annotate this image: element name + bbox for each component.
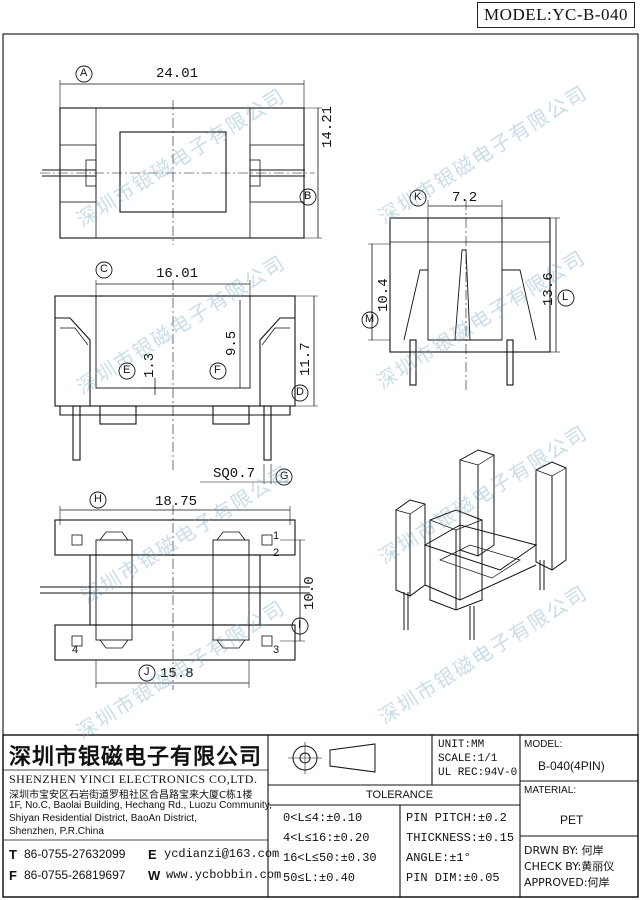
address-line: 深圳市宝安区石岩街道罗租社区合昌路宝来大厦C栋1楼 — [9, 790, 253, 801]
fax-label: F — [9, 868, 17, 883]
dim-i: 10.0 — [302, 576, 318, 610]
dim-k: 7.2 — [452, 190, 478, 206]
company-name-cn: 深圳市银磁电子有限公司 — [9, 745, 263, 770]
fax-value: 86-0755-26819697 — [24, 868, 126, 882]
email-label: E — [148, 847, 157, 862]
model-label: MODEL:YC-B-040 — [477, 2, 635, 28]
projection-symbol — [288, 742, 376, 774]
pin-number-3: 3 — [273, 644, 280, 656]
callout-h: H — [94, 493, 102, 505]
tolerance-row: THICKNESS:±0.15 — [406, 831, 515, 845]
dim-j: 15.8 — [160, 666, 194, 682]
tel-label: T — [9, 847, 17, 862]
tolerance-title: TOLERANCE — [366, 789, 434, 801]
pin-number-2: 2 — [273, 547, 280, 559]
title-block-frame — [2, 734, 639, 898]
unit-text: UNIT:MM — [438, 739, 485, 751]
dim-m: 10.4 — [376, 278, 392, 312]
model-title: MODEL: — [524, 739, 563, 750]
bottom-view — [40, 505, 310, 690]
scale-text: SCALE:1/1 — [438, 753, 498, 765]
tolerance-row: 50≤L:±0.40 — [283, 871, 356, 885]
tolerance-row: 0<L≤4:±0.10 — [283, 811, 363, 825]
front-view — [54, 280, 318, 484]
callout-e: E — [123, 364, 131, 376]
address-line: Shenzhen, P.R.China — [9, 826, 104, 837]
callout-m: M — [365, 313, 375, 325]
tolerance-row: ANGLE:±1° — [406, 851, 471, 865]
dim-h: 18.75 — [155, 494, 198, 510]
callout-d: D — [296, 386, 304, 398]
dim-c: 16.01 — [156, 266, 199, 282]
callout-b: B — [304, 190, 312, 202]
callout-f: F — [214, 364, 221, 376]
dim-g: SQ0.7 — [213, 466, 256, 482]
isometric-view — [395, 449, 567, 640]
email-value: ycdianzi@163.com — [164, 847, 280, 861]
callout-g: G — [280, 470, 289, 482]
company-name-en: SHENZHEN YINCI ELECTRONICS CO,LTD. — [9, 772, 258, 786]
callout-k: K — [414, 191, 422, 203]
material-value: PET — [560, 813, 584, 827]
callout-j: J — [144, 666, 150, 678]
tel-value: 86-0755-27632099 — [24, 847, 126, 861]
dim-b: 14.21 — [320, 105, 336, 148]
web-label: W — [148, 868, 161, 883]
pin-number-1: 1 — [273, 530, 280, 542]
material-title: MATERIAL: — [524, 785, 577, 796]
callout-l: L — [562, 291, 569, 303]
checked-by: CHECK BY:黄丽仪 — [524, 860, 615, 873]
callout-c: C — [100, 263, 108, 275]
top-view — [40, 80, 322, 245]
tolerance-row: 4<L≤16:±0.20 — [283, 831, 370, 845]
callout-a: A — [80, 67, 88, 79]
address-line: Shiyan Residential District, BaoAn Distr… — [9, 813, 197, 824]
callout-i: I — [298, 619, 302, 631]
tolerance-row: PIN DIM:±0.05 — [406, 871, 500, 885]
approved-by: APPROVED:何岸 — [524, 876, 610, 889]
dim-a: 24.01 — [156, 66, 199, 82]
dim-f: 9.5 — [224, 330, 240, 356]
tolerance-row: PIN PITCH:±0.2 — [406, 811, 507, 825]
tolerance-row: 16<L≤50:±0.30 — [283, 851, 377, 865]
pin-number-4: 4 — [72, 644, 79, 656]
side-view — [368, 200, 560, 390]
model-value: B-040(4PIN) — [538, 759, 605, 773]
ul-rec-text: UL REC:94V-0 — [438, 767, 518, 779]
web-value: www.ycbobbin.com — [166, 868, 282, 882]
drawn-by: DRWN BY: 何岸 — [524, 844, 604, 857]
dim-d: 11.7 — [298, 342, 314, 376]
address-line: 1F, No.C, Baolai Building, Hechang Rd., … — [9, 800, 272, 811]
